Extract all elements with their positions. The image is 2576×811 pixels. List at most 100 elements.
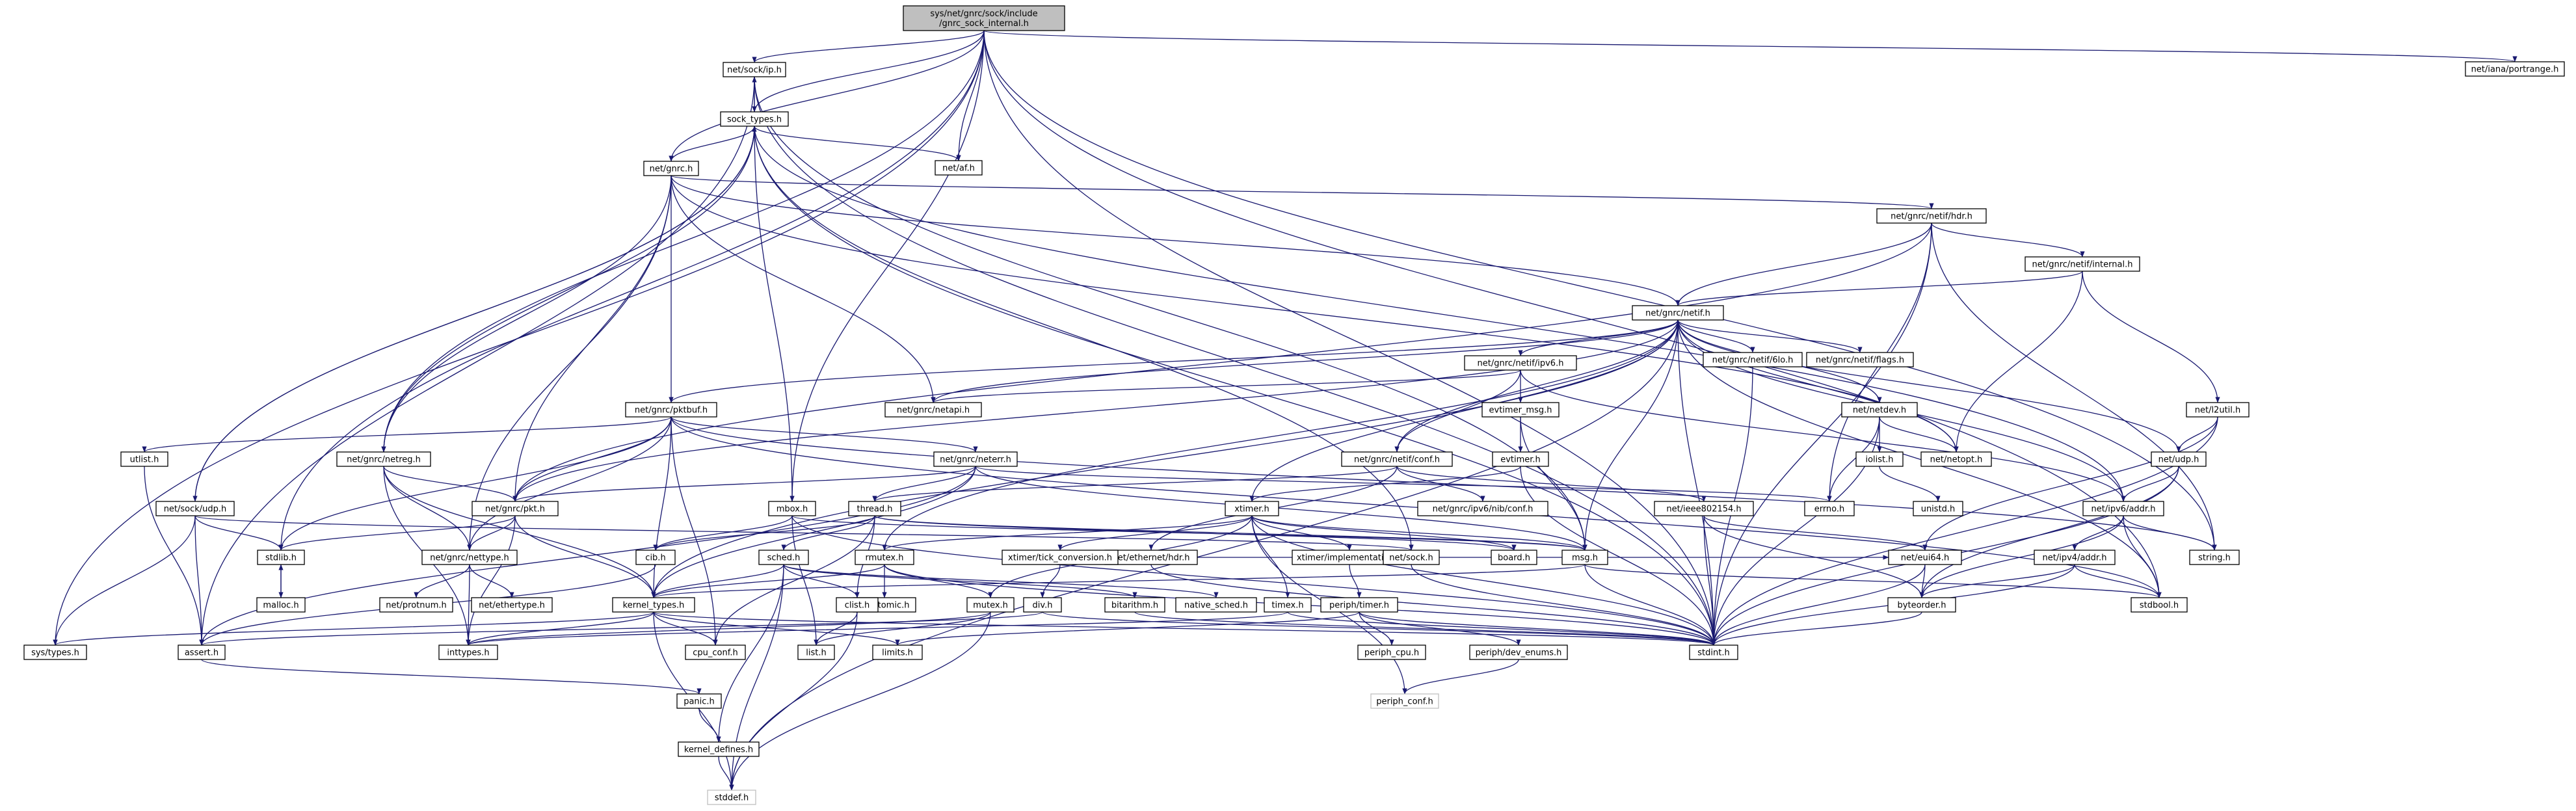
node-net-ieee802154[interactable]: net/ieee802154.h (1654, 501, 1754, 516)
node-sock-types[interactable]: sock_types.h (720, 111, 789, 127)
node-net-netopt[interactable]: net/netopt.h (1920, 451, 1992, 467)
node-div[interactable]: div.h (1023, 597, 1062, 613)
node-label: periph/timer.h (1329, 601, 1389, 611)
node-net-ethertype[interactable]: net/ethertype.h (471, 597, 553, 613)
node-net-sock[interactable]: net/sock.h (1383, 550, 1440, 565)
node-box (1855, 451, 1904, 467)
node-net-ethernet-hdr[interactable]: net/ethernet/hdr.h (1104, 550, 1198, 565)
node-periph-dev-enums[interactable]: periph/dev_enums.h (1469, 645, 1568, 660)
node-net-gnrc-pktbuf[interactable]: net/gnrc/pktbuf.h (625, 402, 717, 418)
node-timex[interactable]: timex.h (1264, 597, 1312, 613)
node-net-netdev[interactable]: net/netdev.h (1841, 402, 1918, 418)
node-label: xtimer/implementation.h (1297, 553, 1402, 563)
node-periph-timer[interactable]: periph/timer.h (1320, 597, 1398, 613)
node-net-gnrc-netif-ipv6[interactable]: net/gnrc/netif/ipv6.h (1464, 355, 1577, 371)
node-label: net/ethertype.h (479, 601, 545, 611)
node-net-gnrc-netif-internal[interactable]: net/gnrc/netif/internal.h (2025, 256, 2140, 272)
node-net-gnrc-netif-6lo[interactable]: net/gnrc/netif/6lo.h (1703, 352, 1803, 367)
edge-net-sock-udp-to-net-sock (194, 515, 1413, 551)
node-xtimer-implementation[interactable]: xtimer/implementation.h (1292, 550, 1407, 565)
node-net-gnrc-netif[interactable]: net/gnrc/netif.h (1632, 305, 1724, 321)
node-mbox[interactable]: mbox.h (768, 501, 816, 516)
node-net-sock-ip[interactable]: net/sock/ip.h (723, 62, 786, 77)
node-sched[interactable]: sched.h (758, 550, 809, 565)
node-root[interactable]: sys/net/gnrc/sock/include/gnrc_sock_inte… (903, 5, 1065, 31)
node-xtimer-tick-conversion[interactable]: xtimer/tick_conversion.h (1002, 550, 1119, 565)
node-box (797, 645, 835, 660)
node-malloc[interactable]: malloc.h (256, 597, 306, 613)
edge-mutex-to-stddef (729, 611, 991, 791)
node-net-ipv6-addr[interactable]: net/ipv6/addr.h (2082, 501, 2164, 516)
node-net-ipv4-addr[interactable]: net/ipv4/addr.h (2034, 550, 2116, 565)
node-stdbool[interactable]: stdbool.h (2131, 597, 2188, 613)
node-net-iana-portrange[interactable]: net/iana/portrange.h (2465, 61, 2565, 77)
node-limits[interactable]: limits.h (872, 645, 923, 660)
node-net-af[interactable]: net/af.h (935, 160, 983, 176)
edge-net-gnrc-to-net-netopt (671, 175, 1959, 453)
node-utlist[interactable]: utlist.h (120, 451, 168, 467)
node-net-gnrc-netapi[interactable]: net/gnrc/netapi.h (884, 402, 982, 418)
node-msg[interactable]: msg.h (1561, 550, 1608, 565)
node-net-gnrc-ipv6-nib-conf[interactable]: net/gnrc/ipv6/nib/conf.h (1417, 501, 1548, 516)
node-cpu-conf[interactable]: cpu_conf.h (685, 645, 746, 660)
node-periph-cpu[interactable]: periph_cpu.h (1357, 645, 1426, 660)
node-box (2034, 550, 2116, 565)
node-label: mbox.h (777, 505, 808, 514)
node-inttypes[interactable]: inttypes.h (438, 645, 498, 660)
node-panic[interactable]: panic.h (676, 693, 722, 709)
node-net-eui64[interactable]: net/eui64.h (1888, 550, 1962, 565)
node-periph-conf[interactable]: periph_conf.h (1370, 693, 1439, 709)
node-net-sock-udp[interactable]: net/sock/udp.h (155, 501, 235, 516)
node-net-l2util[interactable]: net/l2util.h (2186, 402, 2250, 418)
node-stdint[interactable]: stdint.h (1689, 645, 1738, 660)
edge-root-to-sys-types (53, 30, 985, 646)
node-xtimer[interactable]: xtimer.h (1225, 501, 1279, 516)
node-net-gnrc-netif-conf[interactable]: net/gnrc/netif/conf.h (1341, 451, 1453, 467)
edge-net-l2util-to-net-udp (2176, 416, 2218, 453)
node-evtimer-msg[interactable]: evtimer_msg.h (1481, 402, 1560, 418)
node-board[interactable]: board.h (1491, 550, 1537, 565)
edge-xtimer-to-stdint (1251, 515, 1716, 646)
node-net-gnrc-nettype[interactable]: net/gnrc/nettype.h (421, 550, 518, 565)
edge-net-gnrc-nettest-to-errno (975, 466, 1832, 502)
node-box (1913, 501, 1963, 516)
node-box (872, 645, 923, 660)
node-box (1481, 402, 1560, 418)
node-string[interactable]: string.h (2189, 550, 2240, 565)
node-native-sched[interactable]: native_sched.h (1175, 597, 1257, 613)
node-unistd[interactable]: unistd.h (1913, 501, 1963, 516)
node-box (379, 597, 453, 613)
edge-net-gnrc-netif-to-kernel-types (651, 319, 1679, 598)
node-net-protnum[interactable]: net/protnum.h (379, 597, 453, 613)
node-mutex[interactable]: mutex.h (966, 597, 1015, 613)
node-bitarithm[interactable]: bitarithm.h (1104, 597, 1165, 613)
node-net-udp[interactable]: net/udp.h (2151, 451, 2207, 467)
node-evtimer[interactable]: evtimer.h (1492, 451, 1549, 467)
edge-net-gnrc-pkt-to-kernel-types (514, 515, 656, 598)
node-net-gnrc-pkt[interactable]: net/gnrc/pkt.h (471, 501, 559, 516)
node-net-gnrc-nettest[interactable]: net/gnrc/neterr.h (933, 451, 1018, 467)
node-thread[interactable]: thread.h (848, 501, 901, 516)
node-kernel-defines[interactable]: kernel_defines.h (678, 741, 760, 757)
node-list[interactable]: list.h (797, 645, 835, 660)
node-assert[interactable]: assert.h (178, 645, 226, 660)
node-cib[interactable]: cib.h (635, 550, 676, 565)
node-label: unistd.h (1921, 505, 1956, 514)
node-errno[interactable]: errno.h (1804, 501, 1855, 516)
node-box (1469, 645, 1568, 660)
node-stddef[interactable]: stddef.h (707, 790, 756, 805)
node-net-gnrc-netreg[interactable]: net/gnrc/netreg.h (336, 451, 431, 467)
edge-net-gnrc-netif-to-net-gnrc-netif-6lo (1677, 319, 1755, 353)
node-net-gnrc-netif-hdr[interactable]: net/gnrc/netif/hdr.h (1876, 208, 1987, 224)
node-sys-types[interactable]: sys/types.h (23, 645, 87, 660)
node-net-gnrc-netif-flags[interactable]: net/gnrc/netif/flags.h (1806, 352, 1914, 367)
node-kernel-types[interactable]: kernel_types.h (612, 597, 695, 613)
node-net-gnrc[interactable]: net/gnrc.h (643, 161, 699, 176)
node-byteorder[interactable]: byteorder.h (1887, 597, 1956, 613)
node-label: net/sock/ip.h (727, 66, 782, 75)
node-stdlib[interactable]: stdlib.h (257, 550, 305, 565)
node-rmutex[interactable]: rmutex.h (855, 550, 914, 565)
node-clist[interactable]: clist.h (836, 597, 879, 613)
node-iolist[interactable]: iolist.h (1855, 451, 1904, 467)
